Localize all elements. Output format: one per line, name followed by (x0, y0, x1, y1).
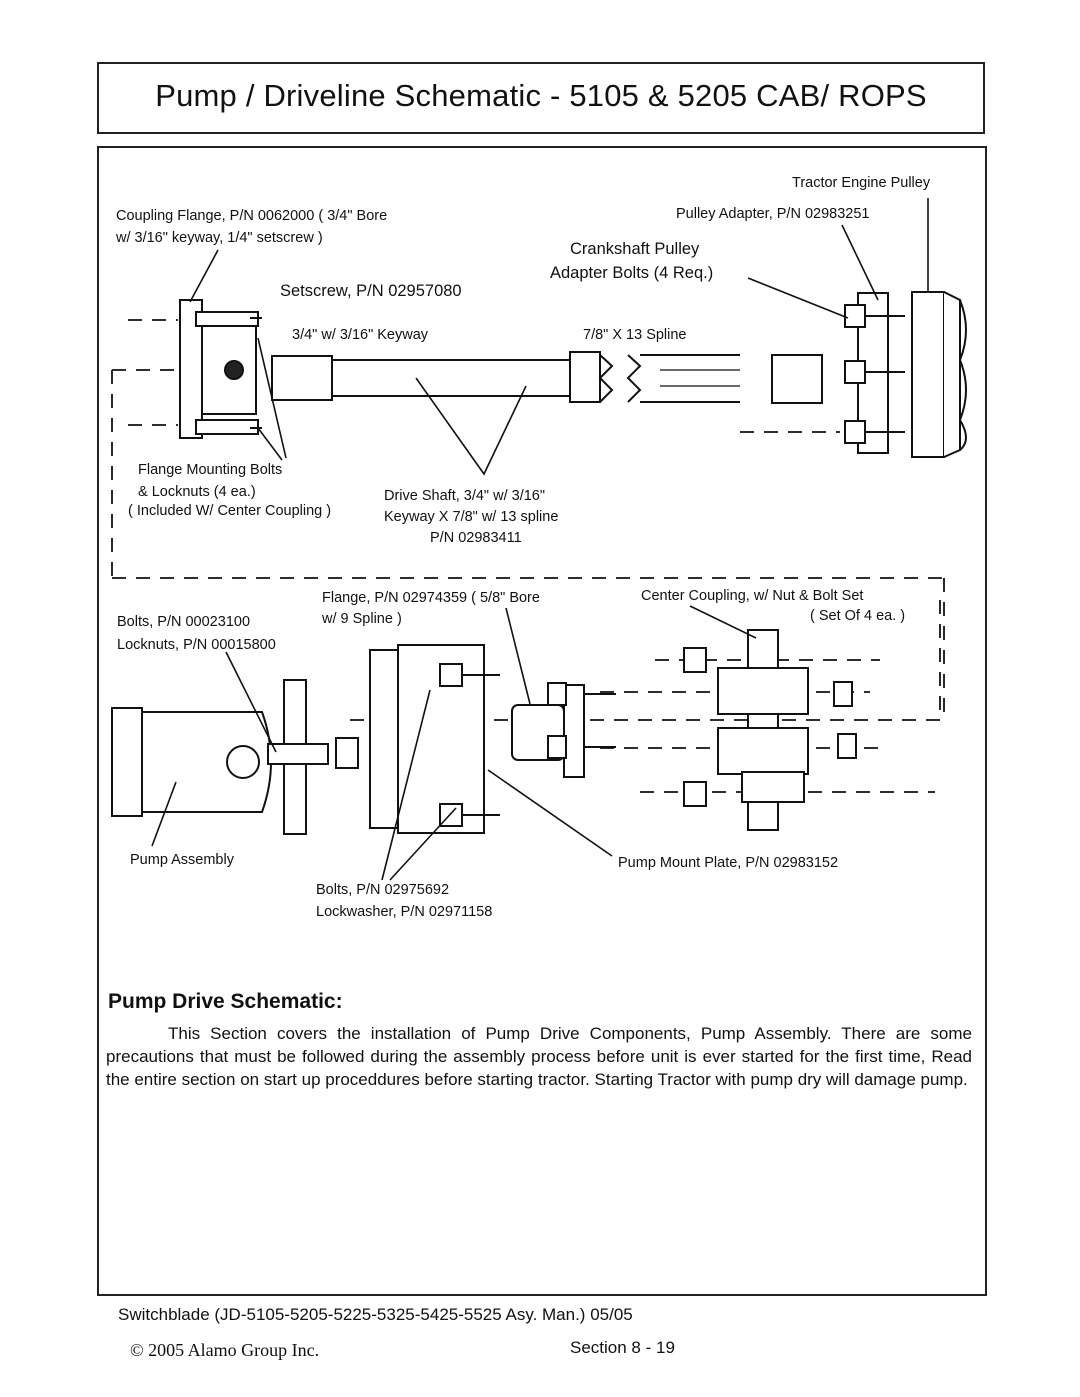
lower-leaders (151, 605, 757, 881)
label-locknuts-1: Locknuts, P/N 00015800 (117, 637, 276, 653)
drive-shaft-drawing (271, 351, 823, 404)
label-center-coupling-2: ( Set Of 4 ea. ) (810, 608, 906, 624)
footer-section-number: Section 8 - 19 (570, 1338, 675, 1357)
label-flange-bolts-2: & Locknuts (4 ea.) (138, 484, 256, 500)
spline-flange-drawing (511, 682, 616, 778)
label-lockwasher: Lockwasher, P/N 02971158 (316, 904, 493, 920)
label-bolts-1: Bolts, P/N 00023100 (117, 614, 251, 630)
label-pump-assembly: Pump Assembly (130, 852, 234, 868)
section-heading: Pump Drive Schematic: (108, 990, 343, 1013)
label-crankshaft-pulley-2: Adapter Bolts (4 Req.) (550, 264, 714, 282)
label-drive-shaft-2: Keyway X 7/8" w/ 13 spline (384, 509, 559, 525)
label-flange-2-2: w/ 9 Spline ) (322, 611, 402, 627)
footer-manual-title: Switchblade (JD-5105-5205-5225-5325-5425… (118, 1305, 633, 1324)
label-pulley-adapter: Pulley Adapter, P/N 02983251 (676, 206, 870, 222)
footer-copyright: © 2005 Alamo Group Inc. (130, 1340, 320, 1360)
label-center-coupling-1: Center Coupling, w/ Nut & Bolt Set (641, 588, 864, 604)
label-bolts-2: Bolts, P/N 02975692 (316, 882, 450, 898)
label-keyway: 3/4" w/ 3/16" Keyway (292, 327, 429, 343)
label-crankshaft-pulley-1: Crankshaft Pulley (570, 240, 700, 258)
label-pump-mount-plate: Pump Mount Plate, P/N 02983152 (618, 855, 839, 871)
label-tractor-engine-pulley: Tractor Engine Pulley (792, 175, 931, 191)
pump-mount-plate-drawing (369, 644, 500, 834)
section-body-text: This Section covers the installation of … (106, 1024, 972, 1089)
label-drive-shaft-3: P/N 02983411 (430, 530, 522, 546)
label-spline: 7/8" X 13 Spline (583, 327, 687, 343)
title-box: Pump / Driveline Schematic - 5105 & 5205… (97, 62, 985, 134)
upper-leaders (189, 198, 929, 476)
label-flange-2-1: Flange, P/N 02974359 ( 5/8" Bore (322, 590, 540, 606)
label-flange-bolts-1: Flange Mounting Bolts (138, 462, 283, 478)
label-drive-shaft-1: Drive Shaft, 3/4" w/ 3/16" (384, 488, 546, 504)
coupling-flange-drawing (179, 299, 262, 439)
page-title: Pump / Driveline Schematic - 5105 & 5205… (155, 78, 927, 113)
section-body: This Section covers the installation of … (106, 1022, 972, 1091)
content-frame (97, 146, 987, 1296)
label-coupling-flange-1: Coupling Flange, P/N 0062000 ( 3/4" Bore (116, 208, 388, 224)
label-setscrew: Setscrew, P/N 02957080 (280, 282, 462, 300)
label-coupling-flange-2: w/ 3/16" keyway, 1/4" setscrew ) (116, 230, 323, 246)
label-flange-bolts-3: ( Included W/ Center Coupling ) (128, 503, 332, 519)
pump-assembly-drawing (111, 679, 359, 835)
center-coupling-drawing (683, 629, 857, 831)
pulley-drawing (844, 291, 967, 458)
